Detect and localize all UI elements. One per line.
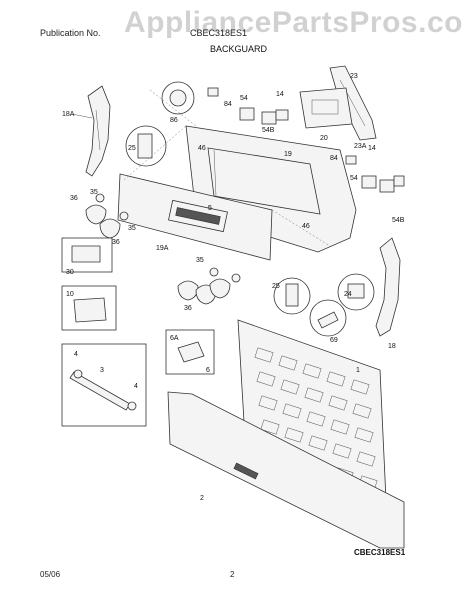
label-36b: 36: [112, 239, 120, 246]
inset-box-10: [61, 285, 117, 331]
control-panel-front: [117, 173, 273, 261]
callout-labels: 18A 23 23A 20 14 54 54B 84 86 25 19 46 8…: [62, 73, 405, 502]
label-54d: 54B: [392, 217, 405, 224]
label-35c: 35: [196, 257, 204, 264]
section-title: BACKGUARD: [210, 44, 268, 54]
publication-label: Publication No.: [40, 28, 101, 38]
label-36c: 36: [184, 305, 192, 312]
end-cap-left: [85, 85, 111, 177]
knob-set-right: [177, 278, 231, 305]
label-46a: 46: [198, 145, 206, 152]
label-18a: 18A: [62, 111, 75, 118]
label-35b: 35: [128, 225, 136, 232]
vent-slot: [330, 419, 350, 435]
label-36a: 36: [70, 195, 78, 202]
inset-box-6a: [165, 329, 215, 375]
label-25b: 25: [272, 283, 280, 290]
label-1: 1: [356, 367, 360, 374]
vent-slot: [280, 379, 300, 395]
label-23a: 23A: [354, 143, 367, 150]
label-18: 18: [388, 343, 396, 350]
label-86: 86: [170, 117, 178, 124]
label-84a: 84: [224, 101, 232, 108]
label-23: 23: [350, 73, 358, 80]
control-board: [299, 87, 353, 129]
label-19a: 19A: [156, 245, 169, 252]
label-6a: 6A: [170, 335, 179, 342]
label-84b: 84: [330, 155, 338, 162]
label-54a: 54: [240, 95, 248, 102]
label-20: 20: [320, 135, 328, 142]
bottom-cover: [167, 391, 405, 549]
label-54c: 54: [350, 175, 358, 182]
vent-slot: [306, 411, 326, 427]
label-69: 69: [330, 337, 338, 344]
label-4a: 4: [74, 351, 78, 358]
vent-slot: [332, 443, 352, 459]
switch-components-top: [207, 87, 289, 125]
inset-indicator-light: [161, 81, 195, 115]
vent-slot: [354, 427, 374, 443]
label-2: 2: [200, 495, 204, 502]
label-5: 5: [208, 205, 212, 212]
knob-washers: [95, 193, 241, 283]
end-cap-right: [375, 237, 401, 337]
label-14b: 14: [368, 145, 376, 152]
vent-slot: [258, 395, 278, 411]
label-30: 30: [66, 269, 74, 276]
vent-slot: [284, 427, 304, 443]
vent-slot: [256, 371, 276, 387]
label-10: 10: [66, 291, 74, 298]
vent-slot: [308, 435, 328, 451]
label-25a: 25: [128, 145, 136, 152]
inset-switch-left: [125, 125, 167, 167]
diagram-code: CBEC318ES1: [354, 548, 406, 557]
vent-slot: [304, 387, 324, 403]
label-6: 6: [206, 367, 210, 374]
inset-switch-bottom: [273, 277, 311, 315]
footer-page-number: 2: [230, 570, 235, 579]
label-24: 24: [344, 291, 352, 298]
vent-slot: [350, 379, 370, 395]
vent-slot: [282, 403, 302, 419]
vent-slot: [254, 347, 274, 363]
inset-rocker-switch: [337, 273, 375, 311]
switch-components-right: [345, 155, 405, 193]
label-54b: 54B: [262, 127, 275, 134]
label-35a: 35: [90, 189, 98, 196]
vent-slot: [302, 363, 322, 379]
label-3: 3: [100, 367, 104, 374]
label-14a: 14: [276, 91, 284, 98]
vent-slot: [352, 403, 372, 419]
watermark: AppliancePartsPros.com: [124, 6, 464, 39]
label-46b: 46: [302, 223, 310, 230]
vent-slot: [356, 451, 376, 467]
vent-slot: [328, 395, 348, 411]
knob-set-left: [85, 204, 121, 239]
inset-box-30: [61, 237, 113, 273]
label-19: 19: [284, 151, 292, 158]
vent-slot: [260, 419, 280, 435]
label-4b: 4: [134, 383, 138, 390]
vent-slot: [278, 355, 298, 371]
vent-slot: [326, 371, 346, 387]
model-number: CBEC318ES1: [190, 28, 248, 38]
inset-box-lamp-holder: [61, 343, 147, 427]
footer-date: 05/06: [40, 570, 61, 579]
inset-screw: [309, 299, 347, 337]
